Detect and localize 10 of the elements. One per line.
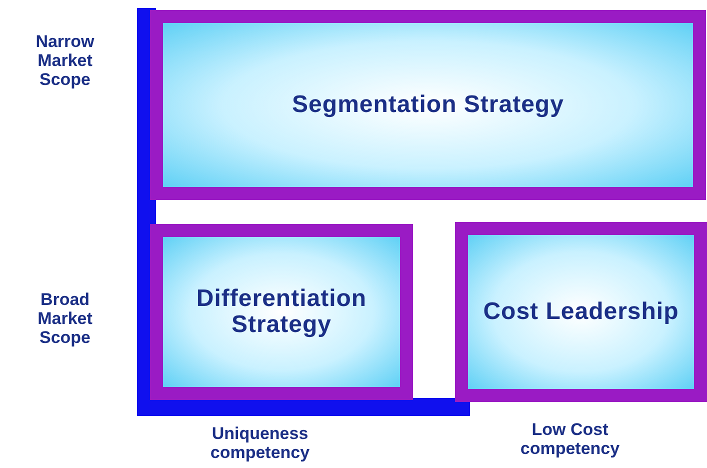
axis-label: Uniqueness competency xyxy=(209,424,311,462)
strategy-box xyxy=(150,224,413,400)
axis-label: Narrow Market Scope xyxy=(34,32,96,89)
axis-label: Broad Market Scope xyxy=(36,290,94,347)
axis-label: Low Cost competency xyxy=(519,420,621,458)
strategy-box xyxy=(455,222,707,402)
box-title: Cost Leadership xyxy=(483,299,679,325)
strategy-box xyxy=(150,10,706,200)
box-title: Segmentation Strategy xyxy=(292,92,564,118)
box-title: Differentiation Strategy xyxy=(195,286,368,338)
